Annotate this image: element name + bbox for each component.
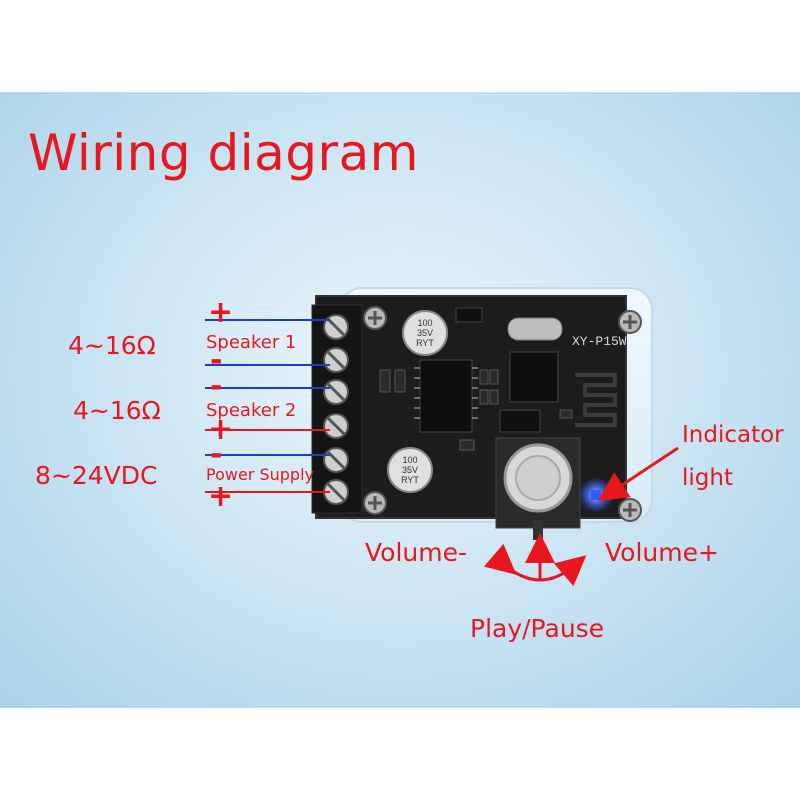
capacitor-bottom-line2: 35V bbox=[402, 465, 418, 475]
wires bbox=[205, 319, 330, 493]
capacitor-top: 100 35V RYT bbox=[402, 310, 448, 356]
speaker2-impedance: 4~16Ω bbox=[73, 396, 161, 425]
volume-down-label: Volume- bbox=[365, 538, 468, 567]
speaker1-plus-sign: + bbox=[208, 295, 234, 330]
play-pause-label: Play/Pause bbox=[470, 614, 605, 643]
pcb-antenna bbox=[575, 373, 617, 427]
speaker2-label: Speaker 2 bbox=[206, 400, 297, 421]
amplifier-chip bbox=[419, 359, 473, 433]
diagram-title: Wiring diagram bbox=[28, 124, 419, 182]
speaker1-label: Speaker 1 bbox=[206, 332, 297, 353]
speaker2-minus-sign: - bbox=[210, 369, 223, 404]
screw-terminal-block bbox=[311, 304, 363, 514]
indicator-arrow bbox=[597, 446, 679, 502]
capacitor-top-line1: 100 bbox=[417, 318, 432, 328]
volume-up-label: Volume+ bbox=[605, 538, 719, 567]
control-arrows bbox=[483, 533, 587, 587]
capacitor-bottom-line1: 100 bbox=[402, 455, 417, 465]
crystal-oscillator bbox=[507, 317, 563, 341]
power-voltage: 8~24VDC bbox=[35, 461, 158, 490]
bluetooth-chip bbox=[509, 351, 559, 403]
speaker1-impedance: 4~16Ω bbox=[68, 331, 156, 360]
power-label: Power Supply bbox=[206, 465, 314, 484]
capacitor-bottom-line3: RYT bbox=[401, 475, 419, 485]
indicator-led bbox=[591, 490, 601, 500]
capacitor-bottom: 100 35V RYT bbox=[387, 447, 433, 493]
power-plus-sign: + bbox=[208, 479, 234, 514]
indicator-label-line1: Indicator bbox=[682, 422, 784, 448]
rotary-encoder bbox=[495, 437, 581, 540]
power-minus-sign: - bbox=[210, 437, 223, 472]
indicator-label-line2: light bbox=[682, 465, 733, 491]
board-model: XY-P15W bbox=[572, 334, 627, 349]
speaker2-plus-sign: + bbox=[208, 412, 234, 447]
speaker1-minus-sign: - bbox=[210, 343, 223, 378]
capacitor-top-line2: 35V bbox=[417, 328, 433, 338]
capacitor-top-line3: RYT bbox=[416, 338, 434, 348]
